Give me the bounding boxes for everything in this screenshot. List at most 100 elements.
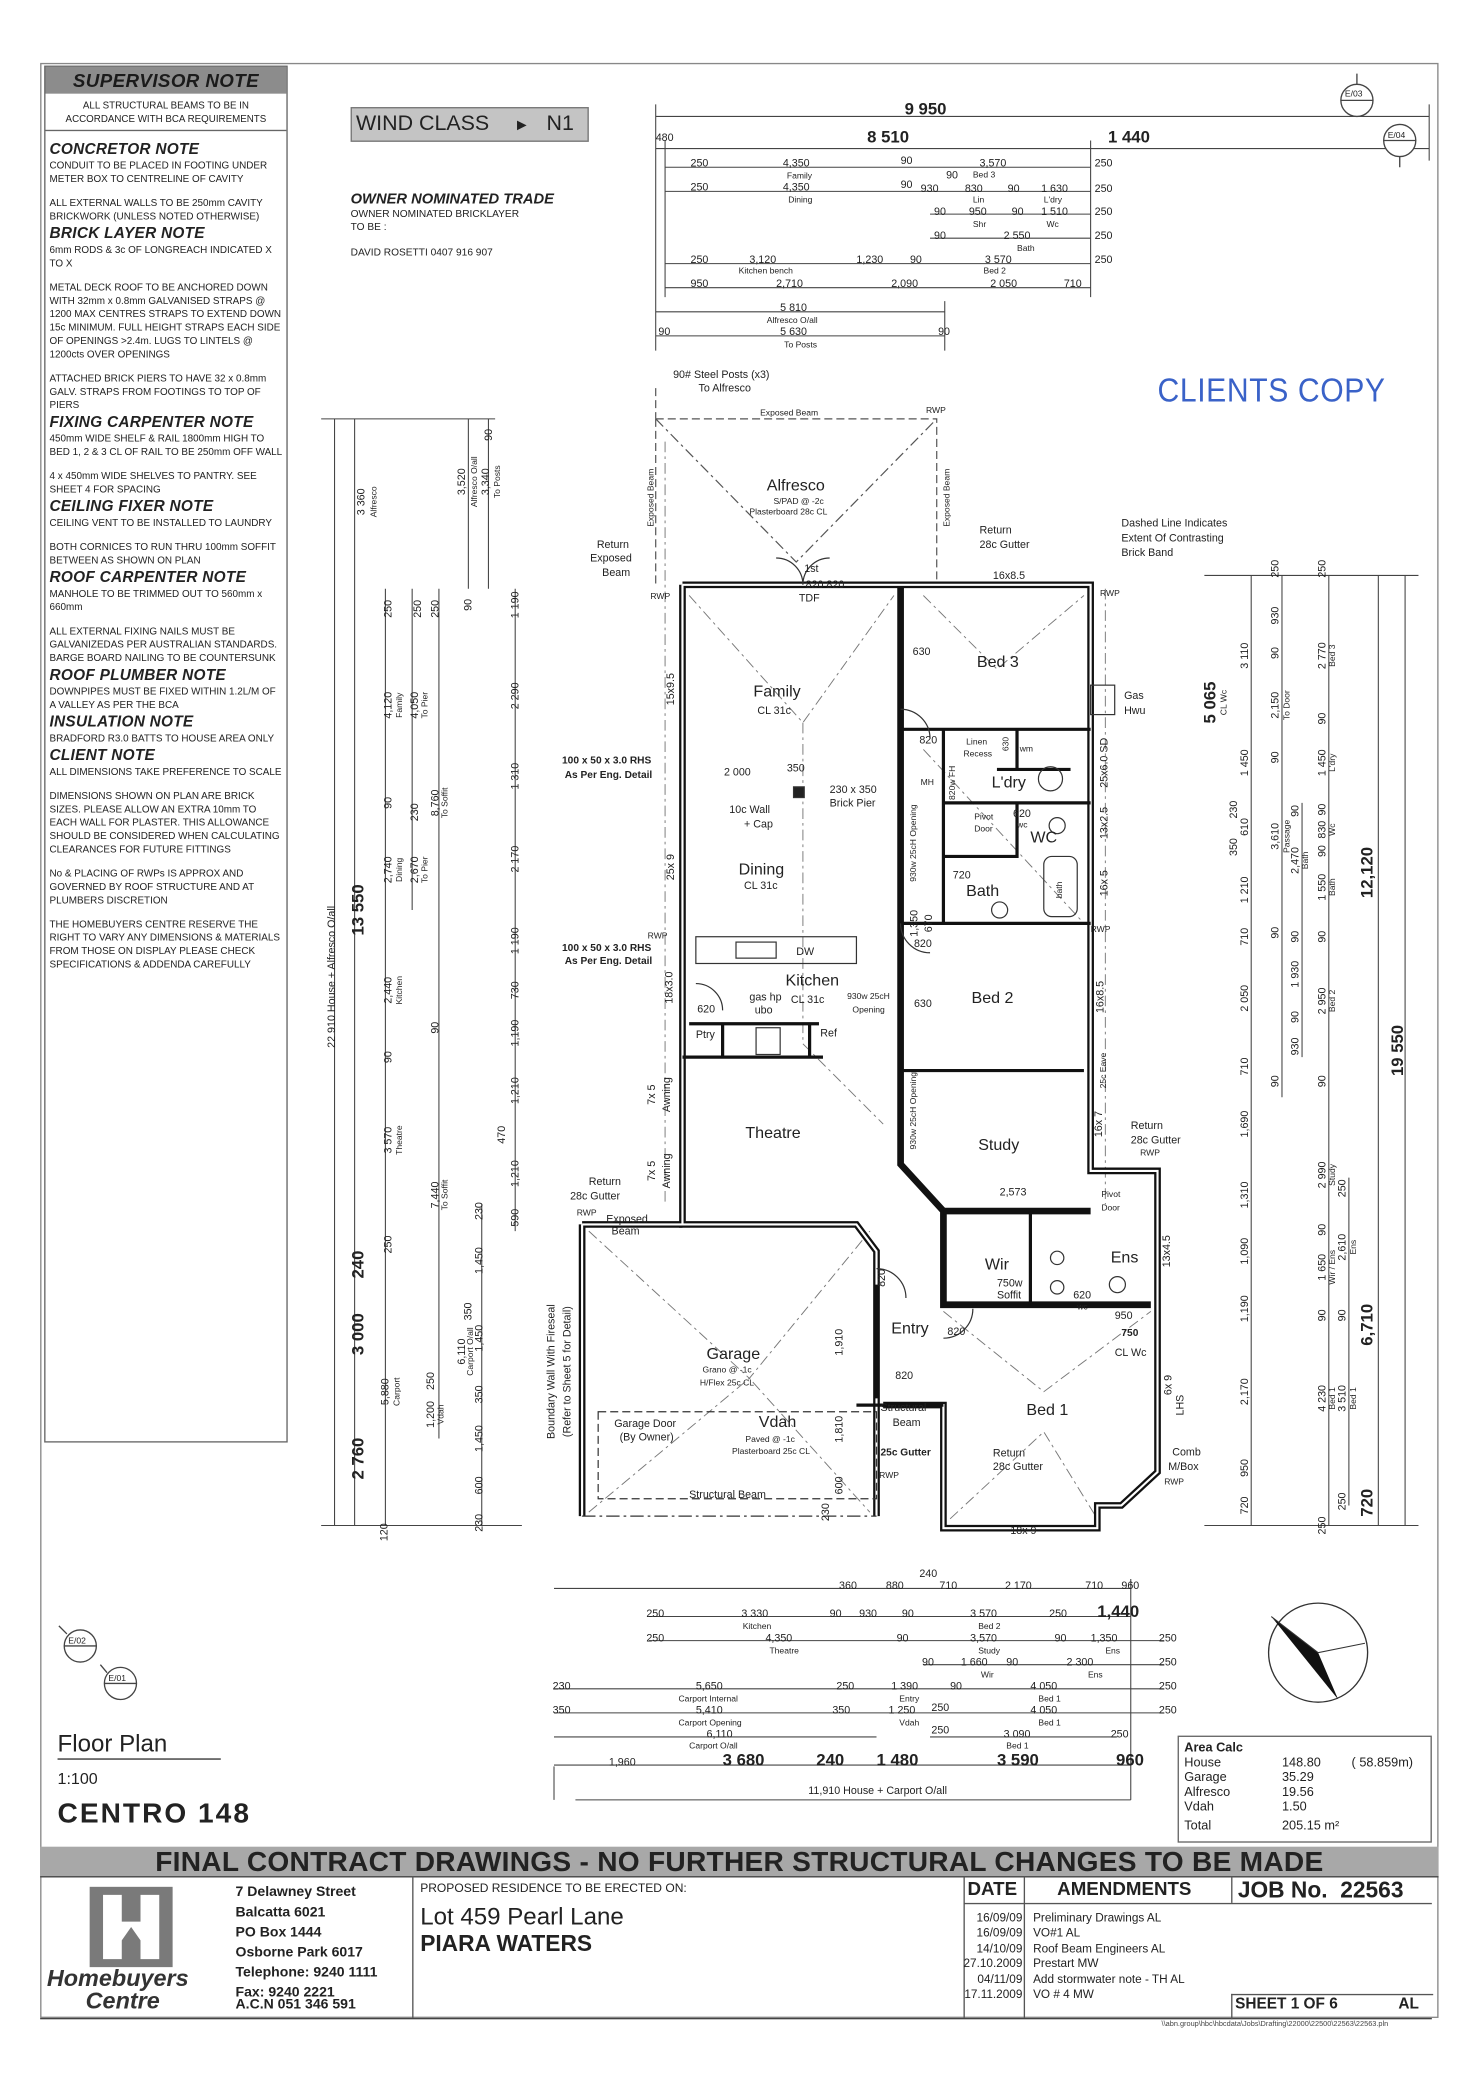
room-label: Bed 3 — [976, 652, 1019, 672]
dimension-label: 3 330 — [741, 1607, 769, 1620]
dimension-label: Bed 3 — [1328, 644, 1338, 667]
dimension-label: Ens — [1087, 1670, 1103, 1681]
dimension-label: L'dry — [1328, 753, 1338, 772]
amendment-text: VO # 4 MW — [1033, 1987, 1094, 2001]
plan-annotation: CL Wc — [1114, 1346, 1147, 1359]
plan-annotation: 930w 25cH Opening — [909, 1071, 919, 1150]
plan-annotation: Beam — [892, 1416, 921, 1429]
walls — [578, 581, 1161, 1532]
dimension-label: 1 390 — [891, 1680, 919, 1693]
room-label: Alfresco — [766, 475, 825, 495]
amendment-text: Roof Beam Engineers AL — [1033, 1941, 1166, 1955]
room-label: Kitchen — [785, 970, 840, 990]
dimension-label: 4,350 — [782, 181, 810, 194]
dimension-label: 1,440 — [1097, 1602, 1140, 1622]
dimension-label: Bed 2 — [978, 1622, 1001, 1632]
dimension-label: 2,740 — [382, 856, 395, 884]
plan-annotation: 750w — [996, 1277, 1023, 1290]
plan-annotation: ubo — [754, 1004, 773, 1017]
dimension-label: Carport O/all — [689, 1741, 738, 1752]
plan-annotation: 350 — [786, 762, 805, 775]
dimension-label: Study — [978, 1646, 1001, 1656]
dimension-label: 90 — [938, 325, 950, 338]
plan-annotation: 15x9.5 — [664, 673, 677, 706]
dimension-label: 1 310 — [509, 762, 522, 790]
notes-panel: SUPERVISOR NOTE ALL STRUCTURAL BEAMS TO … — [44, 65, 288, 1443]
plan-annotation: Pivot — [1101, 1190, 1121, 1200]
dimension-label: Family — [786, 171, 813, 182]
dimension-label: 600 — [473, 1476, 486, 1495]
section-marker-e04: E/04 — [1387, 131, 1406, 141]
plan-annotation: 100 x 50 x 3.0 RHS — [562, 754, 652, 767]
room-label: Vdah — [758, 1412, 797, 1432]
plan-annotation: 13x4.5 — [1160, 1235, 1173, 1268]
dimension-label: 90 — [896, 1631, 909, 1644]
dimension-label: 90 — [900, 178, 913, 191]
dimension-label: 250 — [1094, 229, 1113, 242]
dimension-label: 250 — [382, 599, 395, 618]
model-name: CENTRO 148 — [57, 1798, 251, 1830]
note-heading: INSULATION NOTE — [49, 714, 194, 731]
dimension-lines — [321, 104, 1430, 1801]
owner-trade-contact: DAVID ROSETTI 0407 916 907 — [350, 246, 493, 259]
plan-annotation: gas hp — [749, 990, 782, 1003]
dimension-label: Kitchen bench — [738, 266, 793, 277]
section-marker-e01: E/01 — [108, 1674, 126, 1684]
plan-annotation: Brick Band — [1121, 546, 1174, 559]
dimension-label: 250 — [690, 181, 709, 194]
dimension-label: 90 — [482, 428, 495, 441]
dimension-label: Bed 2 — [983, 266, 1006, 277]
dimension-label: 610 — [1238, 818, 1251, 836]
wind-class-label: WIND CLASS — [355, 112, 490, 136]
plan-annotation: 1st — [804, 562, 819, 575]
section-marker-e02: E/02 — [68, 1636, 86, 1646]
plan-annotation: RWP — [1140, 1148, 1160, 1159]
dimension-label: 5,650 — [695, 1680, 723, 1693]
project-suburb: PIARA WATERS — [420, 1930, 593, 1957]
owner-trade-line: TO BE : — [350, 220, 387, 233]
dimension-label: 240 — [348, 1250, 368, 1279]
dimension-label: 19 550 — [1388, 1024, 1408, 1077]
dimension-label: 3,610 — [1269, 822, 1282, 850]
dimension-label: 930 — [920, 182, 939, 195]
room-label: Ens — [1110, 1247, 1139, 1267]
note-text: BRADFORD R3.0 BATTS TO HOUSE AREA ONLY — [49, 731, 275, 745]
address-line: 7 Delawney Street — [235, 1884, 356, 1901]
plan-annotation: 630 — [913, 997, 932, 1010]
dimension-label: 2 050 — [990, 277, 1018, 290]
dimension-label: To Soffit — [440, 787, 451, 819]
dimension-label: 3 510 — [1336, 1384, 1349, 1412]
plan-annotation: Exposed Beam — [647, 468, 657, 527]
area-total-label: Total — [1184, 1818, 1212, 1834]
plan-annotation: Return — [1130, 1119, 1163, 1132]
dimension-label: 1,960 — [608, 1756, 636, 1769]
alfresco-outline — [655, 388, 938, 585]
plan-annotation: 820 — [913, 937, 932, 950]
plan-annotation: Plasterboard 25c CL — [731, 1447, 810, 1457]
dimension-label: 5,410 — [695, 1704, 723, 1717]
room-label: Theatre — [745, 1123, 801, 1143]
plan-annotation: 950 — [1114, 1309, 1133, 1322]
dimension-label: 90 — [950, 1680, 963, 1693]
dimension-label: 120 — [378, 1523, 391, 1542]
dimension-label: 1 660 — [960, 1655, 988, 1669]
plan-annotation: 28c Gutter — [570, 1190, 621, 1203]
plan-annotation: Garage Door — [614, 1417, 677, 1430]
job-number: JOB No. 22563 — [1238, 1877, 1404, 1904]
divider — [1231, 1876, 1233, 1903]
plan-annotation: Exposed Beam — [760, 408, 819, 419]
dimension-label: Ens — [1105, 1646, 1121, 1656]
dimension-label: Lin — [972, 196, 985, 206]
plan-annotation: Pivot — [974, 812, 994, 823]
note-heading: CLIENT NOTE — [49, 748, 156, 765]
dimension-label: 960 — [1121, 1579, 1140, 1592]
plan-annotation: Hwu — [1124, 704, 1146, 717]
